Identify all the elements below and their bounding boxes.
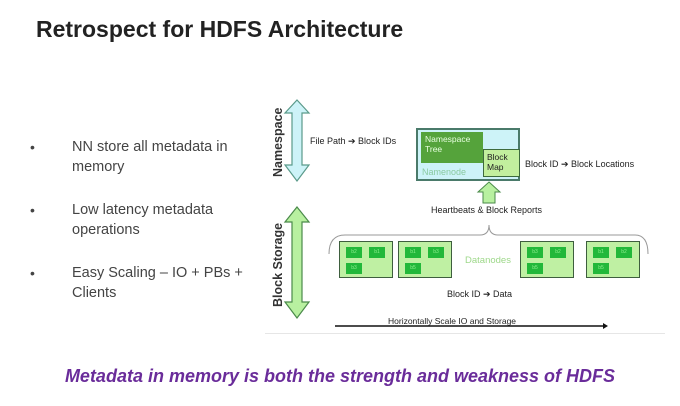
bullet-text: Low latency metadata operations: [72, 202, 214, 238]
block: b5: [527, 263, 543, 274]
datanodes-brace: [328, 224, 649, 255]
conclusion-text: Metadata in memory is both the strength …: [64, 366, 616, 386]
block-storage-label: Block Storage: [271, 222, 285, 307]
diagram-shapes: [283, 99, 649, 329]
block: b3: [428, 247, 444, 258]
bullet-text: NN store all metadata in memory: [72, 139, 228, 175]
block: b3: [346, 263, 362, 274]
block-locations-label: Block ID ➔ Block Locations: [525, 159, 635, 169]
block: b1: [593, 247, 609, 258]
namespace-arrow: [283, 99, 311, 182]
block-map-box: Block Map: [483, 149, 520, 177]
scale-label: Horizontally Scale IO and Storage: [388, 316, 517, 326]
datanode: b2 b1 b3: [339, 241, 393, 278]
namespace-tree-box: Namespace Tree: [421, 132, 483, 163]
block: b1: [405, 247, 421, 258]
bullet-text: Easy Scaling – IO + PBs + Clients: [72, 265, 243, 301]
datanode: b1 b3 b5: [398, 241, 452, 278]
block: b2: [346, 247, 362, 258]
block: b1: [369, 247, 385, 258]
heartbeats-label: Heartbeats & Block Reports: [431, 205, 543, 215]
heartbeat-arrow: [476, 181, 502, 204]
block: b2: [550, 247, 566, 258]
scale-arrowhead: [603, 323, 608, 329]
block: b5: [405, 263, 421, 274]
file-path-label: File Path ➔ Block IDs: [310, 136, 397, 146]
block: b3: [527, 247, 543, 258]
namenode-box: Namespace Tree Block Map Namenode: [416, 128, 520, 181]
datanodes-label: Datanodes: [465, 255, 511, 266]
hdfs-architecture-diagram: Namespace Block Storage File Path ➔ Bloc…: [265, 95, 665, 335]
block-storage-arrow: [283, 206, 311, 319]
slide-title: Retrospect for HDFS Architecture: [36, 16, 404, 42]
block: b5: [593, 263, 609, 274]
namespace-label: Namespace: [271, 107, 285, 178]
datanode: b1 b2 b5: [586, 241, 640, 278]
divider: [265, 333, 665, 334]
block: b2: [616, 247, 632, 258]
namenode-label: Namenode: [422, 167, 467, 177]
datanode: b3 b2 b5: [520, 241, 574, 278]
block-data-label: Block ID ➔ Data: [447, 289, 513, 299]
